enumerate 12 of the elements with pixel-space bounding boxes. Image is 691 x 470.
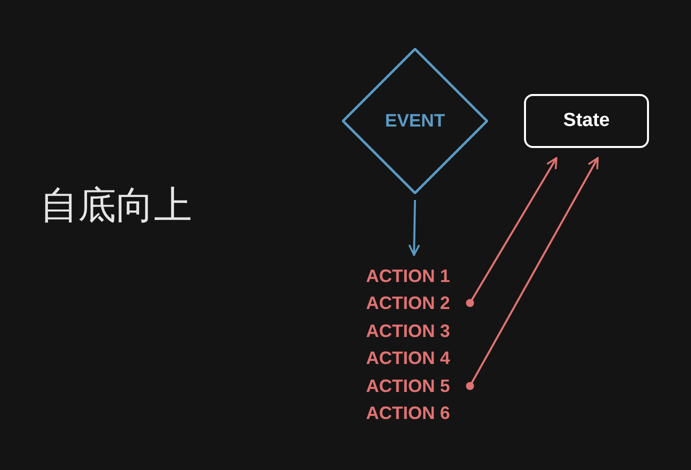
node-label: EVENT bbox=[385, 110, 445, 132]
action-label: ACTION 3 bbox=[366, 320, 450, 342]
action-label: ACTION 6 bbox=[366, 402, 450, 424]
action-label: ACTION 2 bbox=[366, 292, 450, 314]
arrow bbox=[466, 157, 558, 307]
arrow bbox=[408, 200, 420, 256]
arrow bbox=[466, 157, 599, 390]
action-label: ACTION 5 bbox=[366, 375, 450, 397]
heading-text: 自底向上 bbox=[40, 182, 192, 229]
process-box: State bbox=[524, 94, 649, 148]
action-label: ACTION 1 bbox=[366, 265, 450, 287]
action-label: ACTION 4 bbox=[366, 347, 450, 369]
